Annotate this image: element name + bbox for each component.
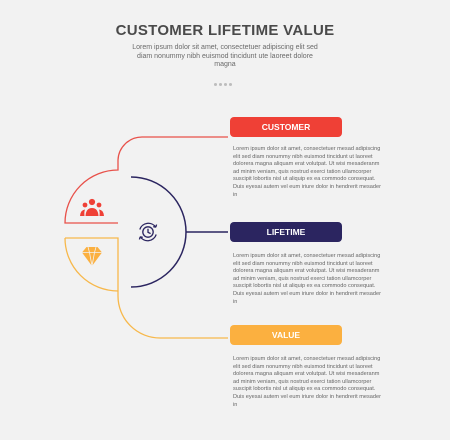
diamond-icon: [82, 246, 102, 267]
customer-description: Lorem ipsum dolor sit amet, consectetuer…: [233, 146, 381, 198]
customer-connector-line: [64, 136, 228, 224]
value-label: VALUE: [230, 325, 342, 345]
people-group-icon: [80, 198, 104, 216]
lifetime-description: Lorem ipsum dolor sit amet, consectetuer…: [233, 253, 381, 305]
page-subtitle: Lorem ipsum dolor sit amet, consectetuer…: [132, 44, 318, 68]
decorative-dots: [214, 73, 236, 86]
lifetime-connector-arc: [130, 176, 187, 288]
page-title: CUSTOMER LIFETIME VALUE: [115, 22, 335, 39]
customer-label: CUSTOMER: [230, 117, 342, 137]
clock-cycle-icon: [138, 222, 158, 242]
value-connector-line: [65, 237, 228, 339]
value-description: Lorem ipsum dolor sit amet, consectetuer…: [233, 356, 381, 408]
lifetime-label: LIFETIME: [230, 222, 342, 242]
